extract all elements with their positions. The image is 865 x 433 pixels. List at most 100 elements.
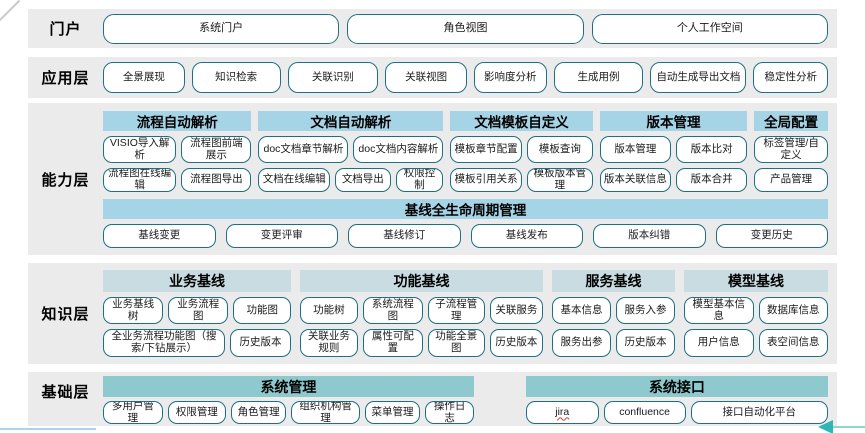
- app-box: 生成用例: [553, 62, 644, 93]
- module-box: 权限控制: [395, 168, 444, 192]
- module-box: 版本关联信息: [599, 168, 672, 192]
- layer-label-application: 应用层: [41, 70, 90, 87]
- module-box: VISIO导入解析: [103, 136, 177, 163]
- module-box: 操作日志: [425, 401, 474, 424]
- module-box: 基本信息: [552, 297, 611, 324]
- app-box: 影响度分析: [473, 62, 547, 93]
- group-header: 服务基线: [552, 270, 675, 292]
- module-box: 版本管理: [599, 136, 672, 163]
- module-box: 变更历史: [715, 224, 828, 248]
- module-box: 权限管理: [167, 401, 226, 424]
- group-header: 模型基线: [684, 270, 828, 292]
- module-box: 流程图前端展示: [181, 136, 252, 163]
- module-box: 全业务流程功能图（搜索/下钻展示）: [103, 329, 225, 357]
- module-box: 菜单管理: [364, 401, 421, 424]
- group-header: 流程自动解析: [103, 111, 252, 131]
- group-header: 文档模板自定义: [450, 111, 593, 131]
- module-box-confluence: confluence: [603, 401, 686, 424]
- module-box: 基线发布: [470, 224, 583, 248]
- layer-label-capability: 能力层: [41, 171, 90, 189]
- module-box: doc文档章节解析: [258, 136, 349, 163]
- group-baseline-lifecycle: 基线全生命周期管理 基线变更 变更评审 基线修订 基线发布 版本纠错 变更历史: [103, 199, 828, 248]
- group-header: 基线全生命周期管理: [103, 199, 828, 219]
- module-box: 产品管理: [754, 168, 828, 192]
- group-model-baseline: 模型基线 模型基本信息 数据库信息 用户信息 表空间信息: [684, 270, 828, 357]
- group-header: 全局配置: [754, 111, 828, 131]
- module-box: 接口自动化平台: [690, 401, 829, 424]
- module-box: 变更评审: [225, 224, 338, 248]
- module-box: 业务流程图: [168, 297, 229, 324]
- layer-band-foundation: 基础层 系统管理 多用户管理 权限管理 角色管理 组织机构管理 菜单管理 操作日…: [28, 372, 837, 426]
- module-box: 版本合并: [676, 168, 748, 192]
- portal-box-personal-workspace: 个人工作空间: [591, 13, 828, 44]
- portal-box-system-portal: 系统门户: [103, 13, 340, 44]
- module-box: 基线变更: [103, 224, 216, 248]
- group-system-management: 系统管理 多用户管理 权限管理 角色管理 组织机构管理 菜单管理 操作日志: [103, 376, 474, 424]
- module-box: 历史版本: [229, 329, 291, 357]
- portal-box-role-view: 角色视图: [347, 13, 584, 44]
- app-box: 知识检索: [191, 62, 281, 93]
- app-box: 全景展现: [103, 62, 185, 93]
- module-box: doc文档内容解析: [353, 136, 444, 163]
- baseline-button-row: 基线变更 变更评审 基线修订 基线发布 版本纠错 变更历史: [103, 224, 828, 248]
- module-box: 多用户管理: [103, 401, 163, 424]
- module-box: 用户信息: [684, 329, 754, 357]
- module-box: 数据库信息: [758, 297, 828, 324]
- module-box: 历史版本: [489, 329, 544, 357]
- group-version-management: 版本管理 版本管理 版本比对 版本关联信息 版本合并: [599, 111, 748, 192]
- module-box: 文档导出: [335, 168, 391, 192]
- group-process-auto-parse: 流程自动解析 VISIO导入解析 流程图前端展示 流程图在线编辑 流程图导出: [103, 111, 252, 192]
- group-header: 文档自动解析: [258, 111, 444, 131]
- knowledge-groups-row: 业务基线 业务基线树 业务流程图 功能图 全业务流程功能图（搜索/下钻展示） 历…: [103, 270, 828, 357]
- app-box: 关联识别: [287, 62, 379, 93]
- module-box: 表空间信息: [758, 329, 828, 357]
- group-function-baseline: 功能基线 功能树 系统流程图 子流程管理 关联服务 关联业务规则 属性可配置 功…: [300, 270, 544, 357]
- module-box: 文档在线编辑: [258, 168, 330, 192]
- layer-band-application: 应用层 全景展现 知识检索 关联识别 关联视图 影响度分析 生成用例 自动生成导…: [28, 57, 837, 98]
- module-box: 流程图导出: [181, 168, 252, 192]
- corner-decoration-line: [0, 0, 21, 23]
- layer-band-capability: 能力层 流程自动解析 VISIO导入解析 流程图前端展示 流程图在线编辑 流程图…: [28, 103, 837, 255]
- module-box: 关联业务规则: [300, 329, 358, 357]
- module-box: 关联服务: [489, 297, 544, 324]
- group-header: 版本管理: [599, 111, 748, 131]
- module-box: 属性可配置: [362, 329, 423, 357]
- portal-button-row: 系统门户 角色视图 个人工作空间: [103, 13, 828, 44]
- app-box: 稳定性分析: [753, 62, 828, 93]
- layer-label-foundation: 基础层: [41, 384, 90, 401]
- group-global-config: 全局配置 标签管理/自定义 产品管理: [754, 111, 828, 192]
- module-box: 模板引用关系: [450, 168, 522, 192]
- left-arrow-tail: [829, 426, 865, 428]
- module-box: 模板章节配置: [450, 136, 522, 163]
- group-doc-auto-parse: 文档自动解析 doc文档章节解析 doc文档内容解析 文档在线编辑 文档导出 权…: [258, 111, 444, 192]
- module-box: 历史版本: [616, 329, 675, 357]
- left-arrow-icon: [818, 420, 833, 433]
- bottom-left-decoration-line: [0, 428, 96, 430]
- application-button-row: 全景展现 知识检索 关联识别 关联视图 影响度分析 生成用例 自动生成导出文档 …: [103, 62, 828, 93]
- capability-groups-row: 流程自动解析 VISIO导入解析 流程图前端展示 流程图在线编辑 流程图导出 文…: [103, 111, 828, 192]
- module-box-jira: jira: [525, 401, 599, 424]
- module-box: 流程图在线编辑: [103, 168, 177, 192]
- module-box: 模板查询: [526, 136, 593, 163]
- group-header: 系统管理: [103, 376, 474, 397]
- module-box: 版本纠错: [593, 224, 706, 248]
- app-box: 关联视图: [385, 62, 467, 93]
- group-doc-template-custom: 文档模板自定义 模板章节配置 模板查询 模板引用关系 模板版本管理: [450, 111, 593, 192]
- module-box: 模型基本信息: [684, 297, 754, 324]
- module-box: 版本比对: [676, 136, 748, 163]
- group-header: 系统接口: [525, 376, 828, 397]
- layer-label-knowledge: 知识层: [41, 306, 90, 323]
- group-header: 功能基线: [300, 270, 543, 292]
- module-box: 业务基线树: [103, 297, 164, 324]
- group-header: 业务基线: [103, 270, 291, 292]
- group-business-baseline: 业务基线 业务基线树 业务流程图 功能图 全业务流程功能图（搜索/下钻展示） 历…: [103, 270, 291, 357]
- module-box: 角色管理: [230, 401, 287, 424]
- module-box: 功能图: [233, 297, 291, 324]
- module-box: 功能树: [300, 297, 358, 324]
- module-box: 服务入参: [616, 297, 675, 324]
- module-box: 组织机构管理: [291, 401, 360, 424]
- module-box: 服务出参: [552, 329, 611, 357]
- layer-band-knowledge: 知识层 业务基线 业务基线树 业务流程图 功能图 全业务流程功能图（搜索/下钻展…: [28, 263, 837, 364]
- layer-band-portal: 门户 系统门户 角色视图 个人工作空间: [28, 9, 837, 48]
